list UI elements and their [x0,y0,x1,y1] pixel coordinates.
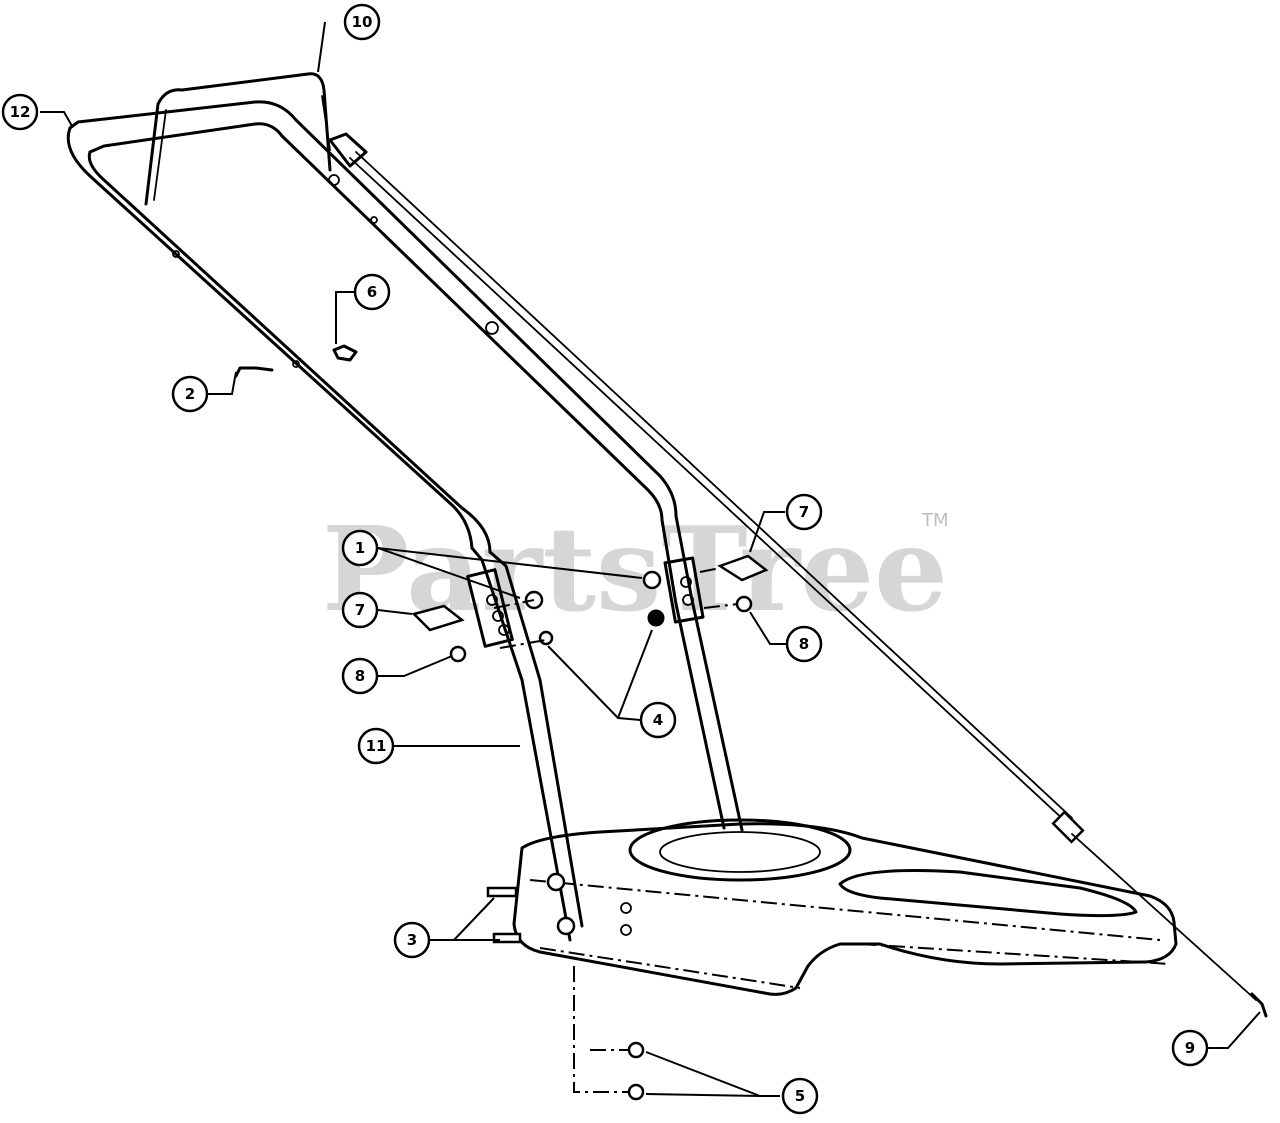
control-cable [349,151,1268,1018]
callout-8-right: 8 [785,625,823,663]
callout-12: 12 [1,93,39,131]
callout-12-number: 12 [10,103,31,121]
control-bail [144,72,368,206]
callout-6-number: 6 [367,283,377,301]
callout-11-number: 11 [366,737,387,755]
lower-handle-right [660,514,744,832]
callout-3: 3 [393,921,431,959]
callout-8-left: 8 [341,657,379,695]
callout-5-number: 5 [795,1087,805,1105]
callout-9-number: 9 [1185,1039,1195,1057]
callout-1-number: 1 [355,539,365,557]
callout-8-right-number: 8 [799,635,809,653]
callout-3-number: 3 [407,931,417,949]
callout-7-right-number: 7 [799,503,809,521]
callout-6: 6 [353,273,391,311]
lower-handle-left [466,546,584,942]
callout-2-number: 2 [185,385,195,403]
callout-7-left-number: 7 [355,601,365,619]
callout-7-left: 7 [341,591,379,629]
callout-10: 10 [343,3,381,41]
trademark-symbol: TM [921,510,949,531]
callout-4: 4 [639,701,677,739]
upper-handle [66,100,678,554]
callout-5: 5 [781,1077,819,1115]
callout-2: 2 [171,375,209,413]
callout-4-number: 4 [653,711,663,729]
callout-11: 11 [357,727,395,765]
callout-8-left-number: 8 [355,667,365,685]
callout-1: 1 [341,529,379,567]
callout-9: 9 [1171,1029,1209,1067]
mower-deck [512,818,1178,1093]
hardware [234,344,769,1101]
callout-10-number: 10 [352,13,373,31]
leader-lines [40,21,1261,1097]
callout-7-right: 7 [785,493,823,531]
